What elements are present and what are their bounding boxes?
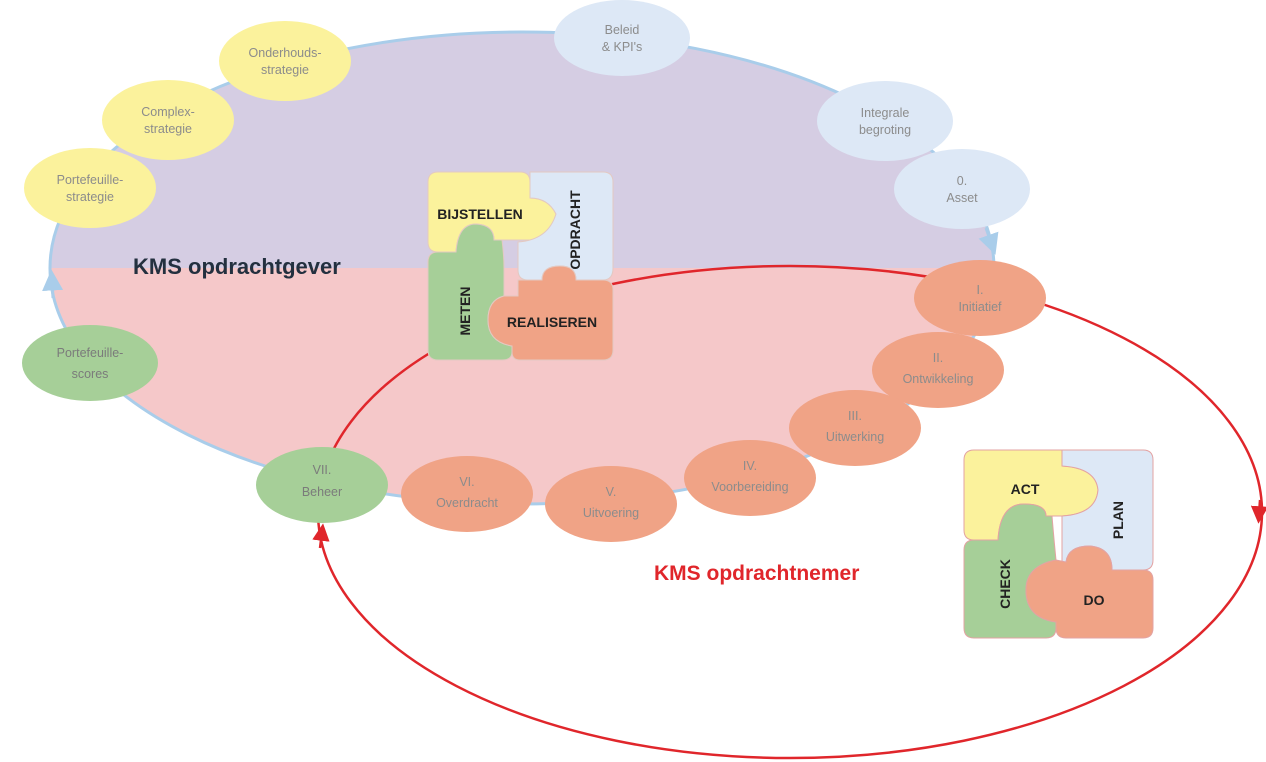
svg-text:II.: II. xyxy=(933,351,943,365)
node-overdracht: VI. Overdracht xyxy=(401,456,533,532)
svg-text:Onderhouds-: Onderhouds- xyxy=(249,46,322,60)
puzzle-piece-realiseren xyxy=(487,265,614,361)
realiseren-label: REALISEREN xyxy=(507,314,597,330)
svg-text:Portefeuille-: Portefeuille- xyxy=(57,173,124,187)
svg-text:Portefeuille-: Portefeuille- xyxy=(57,346,124,360)
svg-text:Voorbereiding: Voorbereiding xyxy=(711,480,788,494)
bijstellen-label: BIJSTELLEN xyxy=(437,206,523,222)
svg-text:I.: I. xyxy=(977,283,984,297)
svg-text:Beheer: Beheer xyxy=(302,485,342,499)
node-initiatief: I. Initiatief xyxy=(914,260,1046,336)
svg-text:Beleid: Beleid xyxy=(605,23,640,37)
plan-label: PLAN xyxy=(1110,501,1126,539)
svg-text:VI.: VI. xyxy=(459,475,474,489)
svg-text:Uitvoering: Uitvoering xyxy=(583,506,639,520)
svg-text:scores: scores xyxy=(72,367,109,381)
svg-text:Complex-: Complex- xyxy=(141,105,195,119)
node-ontwikkeling: II. Ontwikkeling xyxy=(872,332,1004,408)
svg-text:Overdracht: Overdracht xyxy=(436,496,498,510)
opdracht-label: OPDRACHT xyxy=(567,190,583,270)
svg-text:Ontwikkeling: Ontwikkeling xyxy=(903,372,974,386)
node-portefeuille-scores: Portefeuille- scores xyxy=(22,325,158,401)
node-onderhouds-strategie: Onderhouds- strategie xyxy=(219,21,351,101)
kms-opdrachtnemer-label: KMS opdrachtnemer xyxy=(654,562,859,585)
node-uitwerking: III. Uitwerking xyxy=(789,390,921,466)
node-uitvoering: V. Uitvoering xyxy=(545,466,677,542)
svg-text:strategie: strategie xyxy=(261,63,309,77)
kms-puzzle: BIJSTELLEN OPDRACHT METEN REALISEREN xyxy=(427,171,614,361)
svg-text:begroting: begroting xyxy=(859,123,911,137)
do-label: DO xyxy=(1084,592,1105,608)
svg-text:V.: V. xyxy=(606,485,617,499)
node-complex-strategie: Complex- strategie xyxy=(102,80,234,160)
svg-text:VII.: VII. xyxy=(313,463,332,477)
meten-label: METEN xyxy=(457,287,473,336)
svg-text:Uitwerking: Uitwerking xyxy=(826,430,884,444)
node-beheer: VII. Beheer xyxy=(256,447,388,523)
node-voorbereiding: IV. Voorbereiding xyxy=(684,440,816,516)
check-label: CHECK xyxy=(997,559,1013,609)
kms-opdrachtgever-label: KMS opdrachtgever xyxy=(133,254,341,279)
node-portefeuille-strategie: Portefeuille- strategie xyxy=(24,148,156,228)
pdca-puzzle: ACT PLAN CHECK DO xyxy=(963,449,1154,639)
svg-text:0.: 0. xyxy=(957,174,967,188)
svg-text:III.: III. xyxy=(848,409,862,423)
node-asset: 0. Asset xyxy=(894,149,1030,229)
node-beleid-kpis: Beleid & KPI's xyxy=(554,0,690,76)
svg-text:Initiatief: Initiatief xyxy=(958,300,1002,314)
svg-text:IV.: IV. xyxy=(743,459,757,473)
svg-text:& KPI's: & KPI's xyxy=(602,40,643,54)
svg-text:strategie: strategie xyxy=(144,122,192,136)
node-integrale-begroting: Integrale begroting xyxy=(817,81,953,161)
act-label: ACT xyxy=(1011,481,1040,497)
svg-text:strategie: strategie xyxy=(66,190,114,204)
svg-text:Asset: Asset xyxy=(946,191,978,205)
puzzle-piece-do xyxy=(1025,545,1154,639)
svg-text:Integrale: Integrale xyxy=(861,106,910,120)
